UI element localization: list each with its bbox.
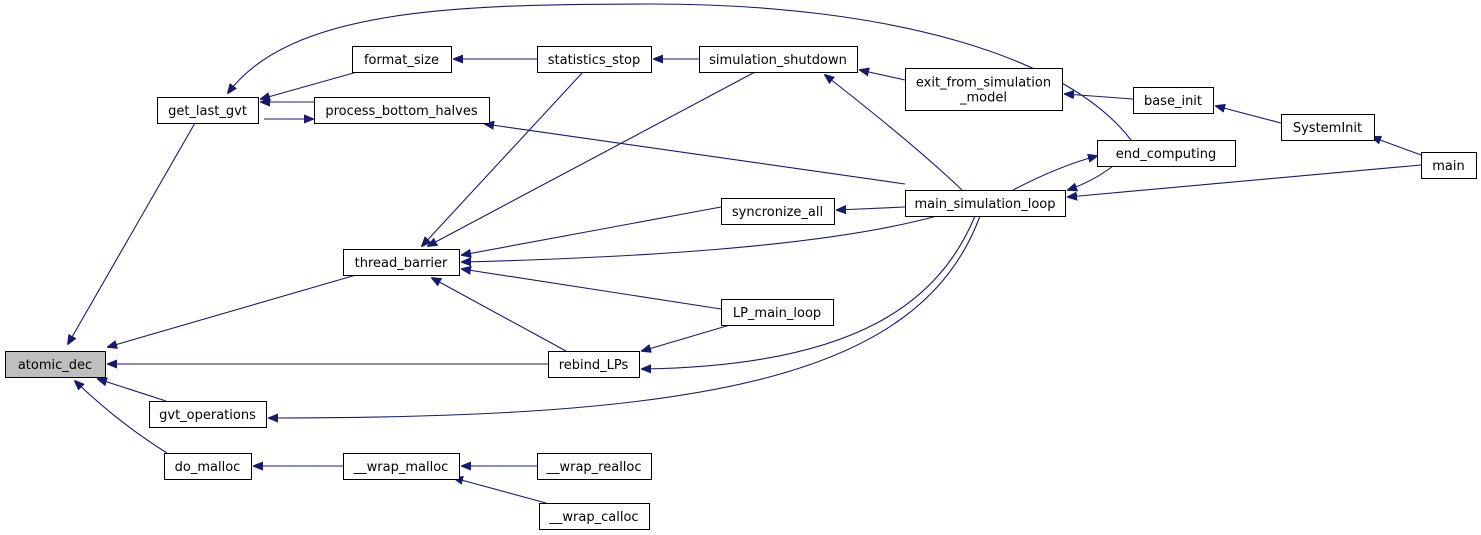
edge-thread_barrier-to-LP_main_loop bbox=[462, 269, 722, 310]
edge-atomic_dec-to-gvt_operations bbox=[98, 379, 167, 402]
node-box-gvt_operations bbox=[149, 401, 267, 428]
edge-syncronize_all-to-main_simulation_loop bbox=[837, 207, 906, 210]
edge-process_bottom_halves-to-main_simulation_loop bbox=[485, 124, 906, 185]
node-box-statistics_stop bbox=[537, 46, 652, 73]
node-base_init[interactable]: base_init bbox=[1133, 87, 1214, 114]
node-label-gvt_operations: gvt_operations bbox=[159, 408, 256, 423]
node-box-syncronize_all bbox=[721, 198, 835, 225]
node-atomic_dec[interactable]: atomic_dec bbox=[5, 351, 106, 378]
node-label-LP_main_loop: LP_main_loop bbox=[733, 306, 821, 321]
node-label-main: main bbox=[1432, 159, 1464, 174]
node-label-statistics_stop: statistics_stop bbox=[548, 53, 641, 68]
node-process_bottom_halves[interactable]: process_bottom_halves bbox=[314, 97, 490, 124]
node-box-end_computing bbox=[1097, 140, 1236, 167]
node-box-base_init bbox=[1133, 87, 1214, 114]
node-box-format_size bbox=[352, 46, 452, 73]
node-syncronize_all[interactable]: syncronize_all bbox=[721, 198, 835, 225]
node-__wrap_realloc[interactable]: __wrap_realloc bbox=[537, 453, 652, 480]
node-label-process_bottom_halves: process_bottom_halves bbox=[325, 104, 477, 119]
node-label-__wrap_malloc: __wrap_malloc bbox=[353, 460, 449, 475]
node-statistics_stop[interactable]: statistics_stop bbox=[537, 46, 652, 73]
node-box-__wrap_calloc bbox=[539, 503, 650, 530]
edge-gvt_operations-to-main_simulation_loop bbox=[269, 215, 981, 418]
node-rebind_LPs[interactable]: rebind_LPs bbox=[548, 351, 640, 378]
node-box-do_malloc bbox=[164, 453, 252, 480]
node-label-main_simulation_loop: main_simulation_loop bbox=[914, 197, 1055, 212]
node-label-simulation_shutdown: simulation_shutdown bbox=[709, 53, 847, 68]
edge-main_simulation_loop-to-end_computing bbox=[1012, 156, 1097, 191]
node-__wrap_malloc[interactable]: __wrap_malloc bbox=[343, 453, 460, 480]
node-label-atomic_dec: atomic_dec bbox=[18, 358, 92, 373]
edge-end_computing-to-main_simulation_loop bbox=[1068, 165, 1114, 190]
edge-thread_barrier-to-simulation_shutdown bbox=[428, 71, 756, 246]
node-box-__wrap_realloc bbox=[537, 453, 652, 480]
node-label-__wrap_realloc: __wrap_realloc bbox=[545, 460, 641, 475]
node-do_malloc[interactable]: do_malloc bbox=[164, 453, 252, 480]
node-label-SystemInit: SystemInit bbox=[1293, 121, 1362, 136]
node-box-main_simulation_loop bbox=[905, 190, 1066, 217]
edge-simulation_shutdown-to-exit_from_simulation_model bbox=[860, 70, 906, 81]
node-LP_main_loop[interactable]: LP_main_loop bbox=[721, 299, 834, 326]
node-get_last_gvt[interactable]: get_last_gvt bbox=[157, 97, 259, 124]
node-thread_barrier[interactable]: thread_barrier bbox=[343, 249, 460, 276]
edge-thread_barrier-to-syncronize_all bbox=[462, 206, 722, 255]
edge-SystemInit-to-main bbox=[1372, 137, 1422, 156]
node-label-format_size: format_size bbox=[364, 53, 439, 68]
node-__wrap_calloc[interactable]: __wrap_calloc bbox=[539, 503, 650, 530]
edge-thread_barrier-to-statistics_stop bbox=[422, 71, 584, 246]
node-box-SystemInit bbox=[1281, 114, 1375, 141]
node-label-end_computing: end_computing bbox=[1116, 147, 1216, 162]
edge-rebind_LPs-to-main_simulation_loop bbox=[642, 215, 976, 369]
node-label-syncronize_all: syncronize_all bbox=[732, 205, 823, 220]
node-box-__wrap_malloc bbox=[343, 453, 460, 480]
edge-__wrap_malloc-to-__wrap_calloc bbox=[454, 478, 547, 504]
edge-base_init-to-SystemInit bbox=[1216, 106, 1282, 124]
node-box-main bbox=[1421, 152, 1477, 179]
node-label-get_last_gvt: get_last_gvt bbox=[168, 104, 247, 119]
node-box-atomic_dec bbox=[5, 351, 106, 378]
node-gvt_operations[interactable]: gvt_operations bbox=[149, 401, 267, 428]
node-main[interactable]: main bbox=[1421, 152, 1477, 179]
node-box-LP_main_loop bbox=[721, 299, 834, 326]
edge-simulation_shutdown-to-main_simulation_loop bbox=[825, 75, 963, 191]
node-label-exit_from_simulation_model-line-0: exit_from_simulation bbox=[916, 76, 1051, 91]
edge-atomic_dec-to-thread_barrier bbox=[108, 274, 357, 347]
node-box-thread_barrier bbox=[343, 249, 460, 276]
node-label-rebind_LPs: rebind_LPs bbox=[559, 358, 629, 373]
node-layer: atomic_dec get_last_gvt thread_barrier gvt_… bbox=[5, 46, 1477, 530]
edge-thread_barrier-to-rebind_LPs bbox=[432, 278, 567, 352]
node-label-base_init: base_init bbox=[1144, 94, 1202, 109]
edge-exit_from_simulation_model-to-base_init bbox=[1065, 94, 1134, 100]
edge-layer bbox=[68, 3, 1422, 504]
node-label-thread_barrier: thread_barrier bbox=[355, 256, 448, 271]
node-main_simulation_loop[interactable]: main_simulation_loop bbox=[905, 190, 1066, 217]
node-format_size[interactable]: format_size bbox=[352, 46, 452, 73]
node-box-process_bottom_halves bbox=[314, 97, 490, 124]
node-exit_from_simulation_model[interactable]: exit_from_simulation_model bbox=[905, 68, 1063, 111]
node-box-simulation_shutdown bbox=[699, 46, 858, 73]
edge-atomic_dec-to-get_last_gvt bbox=[68, 122, 196, 344]
edge-get_last_gvt-to-format_size bbox=[261, 71, 358, 99]
edge-thread_barrier-to-main_simulation_loop bbox=[462, 215, 938, 262]
node-simulation_shutdown[interactable]: simulation_shutdown bbox=[699, 46, 858, 73]
edge-main_simulation_loop-to-main bbox=[1068, 164, 1422, 197]
edge-rebind_LPs-to-LP_main_loop bbox=[642, 324, 731, 351]
node-label-exit_from_simulation_model-line-1: _model bbox=[959, 91, 1007, 106]
edge-atomic_dec-to-do_malloc bbox=[75, 381, 168, 454]
node-label-do_malloc: do_malloc bbox=[175, 460, 241, 475]
node-label-__wrap_calloc: __wrap_calloc bbox=[548, 510, 638, 525]
node-box-exit_from_simulation_model bbox=[905, 68, 1063, 111]
node-SystemInit[interactable]: SystemInit bbox=[1281, 114, 1375, 141]
node-end_computing[interactable]: end_computing bbox=[1097, 140, 1236, 167]
node-box-rebind_LPs bbox=[548, 351, 640, 378]
node-box-get_last_gvt bbox=[157, 97, 259, 124]
